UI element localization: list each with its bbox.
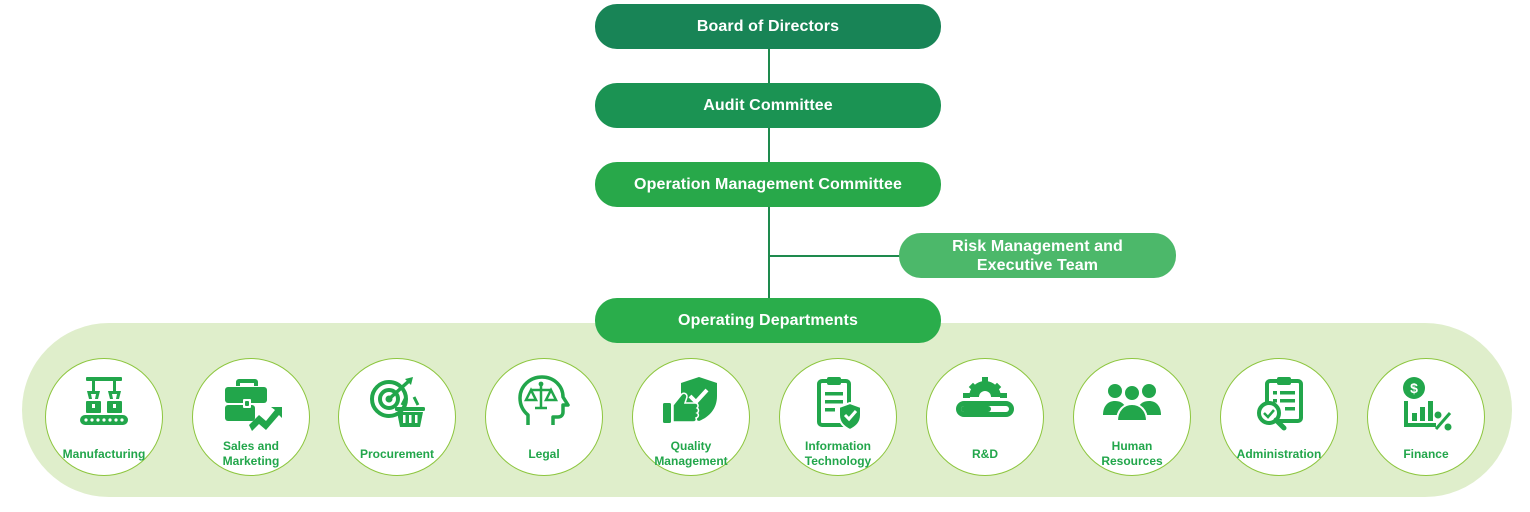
department-label-line1: Sales and	[222, 439, 280, 453]
risk-management-label-line2: Executive Team	[976, 256, 1099, 274]
department-finance: $ Finance	[1367, 358, 1485, 476]
department-label-line2: Management	[654, 454, 728, 468]
connector-operation-operating	[768, 206, 770, 299]
department-label-line1: Quality	[670, 439, 712, 453]
audit-committee-label: Audit Committee	[703, 96, 833, 114]
department-label: Human Resources	[1078, 439, 1186, 469]
dollar-chart-icon: $	[1403, 377, 1452, 431]
head-scales-icon	[518, 375, 570, 425]
department-procurement: Procurement	[338, 358, 456, 476]
department-label-line2: Marketing	[222, 454, 280, 468]
connector-risk-branch	[769, 255, 901, 257]
operating-departments-label: Operating Departments	[678, 311, 858, 329]
operation-management-committee-label: Operation Management Committee	[634, 175, 902, 193]
department-information-technology: Information Technology	[779, 358, 897, 476]
operation-management-committee-node: Operation Management Committee	[595, 162, 941, 207]
operating-departments-node: Operating Departments	[595, 298, 941, 343]
connector-audit-operation	[768, 127, 770, 163]
connector-board-audit	[768, 48, 770, 84]
department-manufacturing: Manufacturing	[45, 358, 163, 476]
gear-progress-icon	[956, 377, 1014, 417]
department-label: Information Technology	[784, 439, 892, 469]
department-label-line1: Human	[1111, 439, 1153, 453]
clipboard-shield-icon	[817, 377, 862, 431]
department-administration: Administration	[1220, 358, 1338, 476]
audit-committee-node: Audit Committee	[595, 83, 941, 128]
thumbs-up-shield-icon	[663, 377, 717, 423]
svg-text:$: $	[1410, 380, 1418, 396]
department-sales-and-marketing: Sales and Marketing	[192, 358, 310, 476]
department-r-and-d: R&D	[926, 358, 1044, 476]
department-label-line1: Information	[805, 439, 871, 453]
department-label: Finance	[1403, 447, 1449, 461]
board-of-directors-node: Board of Directors	[595, 4, 941, 49]
department-label: R&D	[972, 447, 998, 461]
risk-management-label-line1: Risk Management and	[952, 237, 1123, 255]
people-group-icon	[1103, 384, 1161, 422]
department-label: Legal	[528, 447, 560, 461]
department-label: Administration	[1236, 447, 1322, 461]
department-human-resources: Human Resources	[1073, 358, 1191, 476]
department-label-line2: Technology	[804, 454, 872, 468]
target-basket-icon	[370, 377, 425, 427]
department-quality-management: Quality Management	[632, 358, 750, 476]
robot-arm-conveyor-icon	[80, 377, 128, 425]
board-of-directors-label: Board of Directors	[696, 17, 840, 35]
department-label: Procurement	[359, 447, 435, 461]
risk-management-executive-team-node: Risk Management and Executive Team	[899, 233, 1176, 278]
department-label-line2: Resources	[1101, 454, 1163, 468]
briefcase-growth-icon	[225, 379, 282, 431]
clipboard-magnifier-icon	[1257, 377, 1303, 431]
department-label: Manufacturing	[62, 447, 146, 461]
department-legal: Legal	[485, 358, 603, 476]
department-label: Sales and Marketing	[197, 439, 305, 469]
department-label: Quality Management	[637, 439, 745, 469]
